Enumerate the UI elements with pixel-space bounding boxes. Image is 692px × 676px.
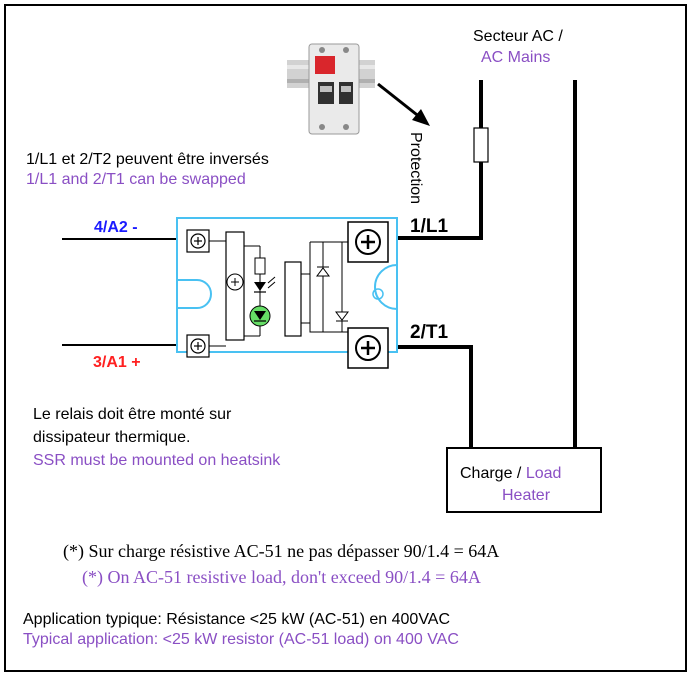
circuit-breaker-icon	[287, 43, 375, 135]
terminal-a1-label: 3/A1 +	[93, 354, 141, 371]
load-label-fr-text: Charge /	[460, 465, 522, 482]
diagram-frame	[4, 4, 687, 672]
t1-terminal-screw	[347, 327, 389, 369]
mains-wires	[397, 80, 577, 448]
mains-label-fr: Secteur AC /	[473, 28, 563, 45]
a2-terminal-screw	[186, 229, 210, 253]
load-box	[446, 447, 602, 513]
fuse-icon	[473, 127, 489, 163]
heatsink-note-fr-line1: Le relais doit être monté sur	[33, 406, 232, 423]
resistive-note-en: (*) On AC-51 resistive load, don't excee…	[82, 567, 481, 587]
load-label-en: Load	[525, 465, 562, 482]
l1-terminal-screw	[347, 221, 389, 263]
led-icon	[249, 276, 276, 327]
control-wires	[62, 238, 177, 346]
terminal-t1-label: 2/T1	[410, 322, 449, 343]
heatsink-note-fr-line2: dissipateur thermique.	[33, 429, 191, 446]
mains-label-en: AC Mains	[481, 49, 551, 66]
ssr-module	[176, 217, 398, 369]
application-fr: Application typique: Résistance <25 kW (…	[23, 611, 451, 628]
terminal-l1-label: 1/L1	[410, 216, 449, 237]
protection-label: Protection	[407, 132, 424, 205]
swap-note-en: 1/L1 and 2/T1 can be swapped	[26, 171, 246, 188]
thyristor-icon	[316, 266, 349, 322]
resistor-icon	[254, 257, 266, 275]
swap-note-fr: 1/L1 et 2/T2 peuvent être inversés	[26, 151, 269, 168]
load-label-fr: Charge / Load	[460, 464, 561, 483]
output-circuit	[284, 261, 302, 337]
t1-wire	[397, 345, 473, 448]
terminal-a2-label: 4/A2 -	[94, 219, 138, 236]
resistive-note-fr: (*) Sur charge résistive AC-51 ne pas dé…	[63, 541, 500, 561]
heatsink-note-en: SSR must be mounted on heatsink	[33, 452, 281, 469]
arrow-icon	[377, 82, 430, 126]
a1-terminal-screw	[186, 334, 210, 358]
load-label-heater: Heater	[502, 487, 551, 504]
application-en: Typical application: <25 kW resistor (AC…	[23, 631, 459, 648]
